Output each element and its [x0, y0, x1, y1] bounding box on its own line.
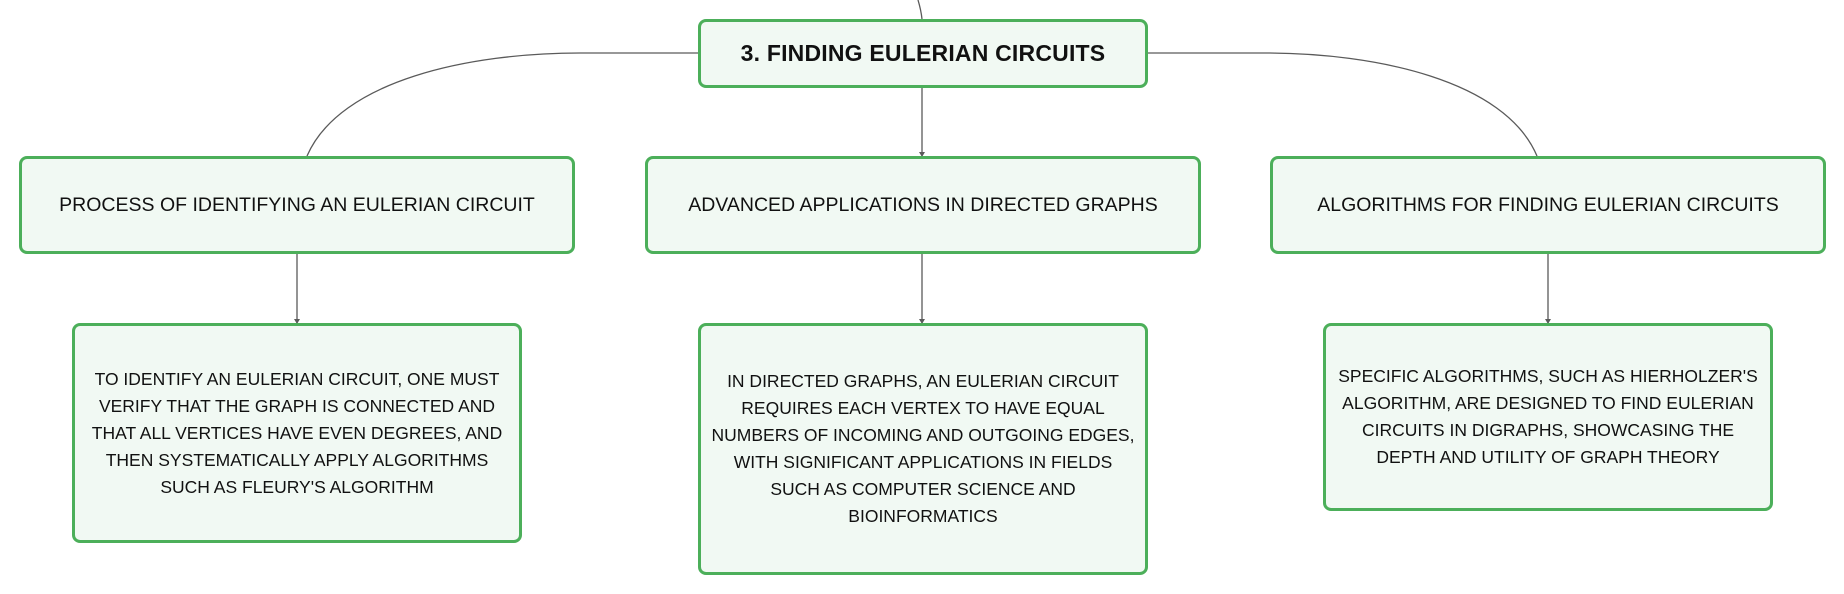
leaf-node-identifying-process-detail[interactable]: TO IDENTIFY AN EULERIAN CIRCUIT, ONE MUS… [72, 323, 522, 543]
leaf-node-text: IN DIRECTED GRAPHS, AN EULERIAN CIRCUIT … [711, 371, 1135, 526]
branch-node-title: ALGORITHMS FOR FINDING EULERIAN CIRCUITS [1317, 193, 1779, 216]
root-node-title: 3. FINDING EULERIAN CIRCUITS [740, 40, 1106, 66]
branch-node-title: ADVANCED APPLICATIONS IN DIRECTED GRAPHS [688, 193, 1158, 216]
connector-root-to-right-branch [1148, 52, 1538, 157]
leaf-node-directed-graphs-detail[interactable]: IN DIRECTED GRAPHS, AN EULERIAN CIRCUIT … [698, 323, 1148, 575]
connector-parent-to-root [917, 0, 923, 20]
root-node[interactable]: 3. FINDING EULERIAN CIRCUITS [698, 19, 1148, 88]
leaf-node-text: SPECIFIC ALGORITHMS, SUCH AS HIERHOLZER'… [1338, 366, 1758, 467]
branch-node-directed-graphs[interactable]: ADVANCED APPLICATIONS IN DIRECTED GRAPHS [645, 156, 1201, 254]
branch-node-algorithms[interactable]: ALGORITHMS FOR FINDING EULERIAN CIRCUITS [1270, 156, 1826, 254]
branch-node-identifying-process[interactable]: PROCESS OF IDENTIFYING AN EULERIAN CIRCU… [19, 156, 575, 254]
connector-root-to-left-branch [306, 52, 698, 157]
leaf-node-algorithms-detail[interactable]: SPECIFIC ALGORITHMS, SUCH AS HIERHOLZER'… [1323, 323, 1773, 511]
leaf-node-text: TO IDENTIFY AN EULERIAN CIRCUIT, ONE MUS… [91, 368, 503, 497]
branch-node-title: PROCESS OF IDENTIFYING AN EULERIAN CIRCU… [59, 193, 535, 216]
